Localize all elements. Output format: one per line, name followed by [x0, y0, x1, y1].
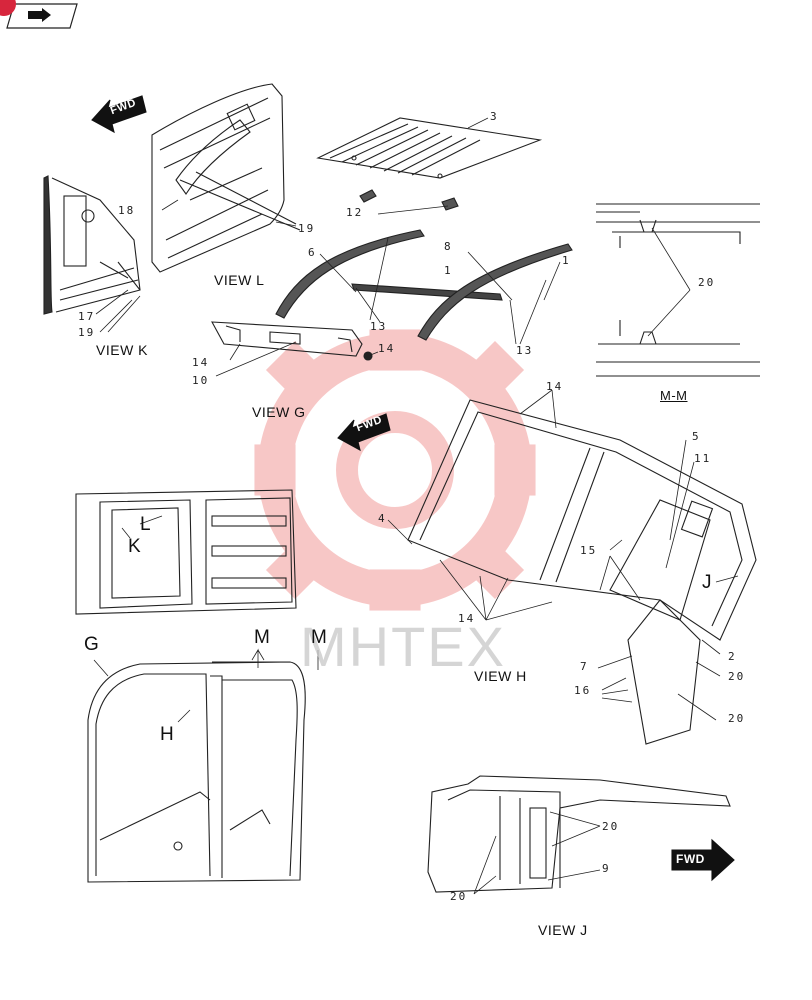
callout-1a: 1: [444, 264, 453, 277]
fwd-arrow-1: [91, 95, 147, 134]
callout-6: 6: [308, 246, 317, 259]
callout-13b: 13: [516, 344, 534, 357]
view-j: [427, 775, 731, 893]
marker-g: G: [84, 634, 100, 655]
callout-20e: 20: [450, 890, 468, 903]
page-arrow-icon[interactable]: [6, 3, 78, 29]
callout-15: 15: [580, 544, 598, 557]
cab-side: [87, 661, 306, 883]
callout-18: 18: [118, 204, 136, 217]
callout-20b: 20: [728, 670, 746, 683]
callout-20a: 20: [698, 276, 716, 289]
callout-9: 9: [602, 862, 611, 875]
callout-12: 12: [346, 206, 364, 219]
callout-1b: 1: [562, 254, 571, 267]
callout-11: 11: [694, 452, 712, 465]
callout-2: 2: [728, 650, 737, 663]
callout-17: 17: [78, 310, 96, 323]
callout-4: 4: [378, 512, 387, 525]
callout-3: 3: [490, 110, 499, 123]
callout-14a: 14: [192, 356, 210, 369]
gear-logo: [254, 329, 536, 611]
callout-13a: 13: [370, 320, 388, 333]
leader-lines: [93, 117, 739, 895]
view-g-title: VIEW G: [252, 404, 306, 420]
callout-14c: 14: [546, 380, 564, 393]
fwd-arrow-3: [671, 838, 735, 882]
callout-5: 5: [692, 430, 701, 443]
callout-14d: 14: [458, 612, 476, 625]
top-cab: [75, 489, 297, 615]
callout-8: 8: [444, 240, 453, 253]
marker-h: H: [160, 724, 175, 745]
view-j-title: VIEW J: [538, 922, 588, 938]
watermark-text: MHTEX: [300, 615, 506, 678]
trims: [275, 229, 573, 341]
fwd-arrow-2: [337, 413, 391, 452]
marker-k: K: [128, 536, 142, 557]
marker-m-2: M: [311, 627, 328, 648]
callout-7: 7: [580, 660, 589, 673]
notification-badge: [0, 0, 16, 16]
callout-14b: 14: [378, 342, 396, 355]
callout-10: 10: [192, 374, 210, 387]
callout-16: 16: [574, 684, 592, 697]
view-h-title: VIEW H: [474, 668, 527, 684]
callout-20d: 20: [602, 820, 620, 833]
roof-mat: [316, 117, 543, 211]
view-k-panel: [43, 175, 141, 315]
section-m-m-title: M-M: [660, 388, 688, 403]
callout-20c: 20: [728, 712, 746, 725]
callout-19a: 19: [298, 222, 316, 235]
fwd-label-3: FWD: [676, 852, 705, 866]
view-l-title: VIEW L: [214, 272, 265, 288]
marker-j: J: [702, 572, 712, 593]
callout-19b: 19: [78, 326, 96, 339]
view-l-panel: [151, 83, 301, 273]
marker-m-1: M: [254, 627, 271, 648]
marker-l: L: [140, 514, 152, 535]
view-h-frame: [407, 399, 757, 745]
view-k-title: VIEW K: [96, 342, 149, 358]
section-m-m: [596, 203, 760, 377]
